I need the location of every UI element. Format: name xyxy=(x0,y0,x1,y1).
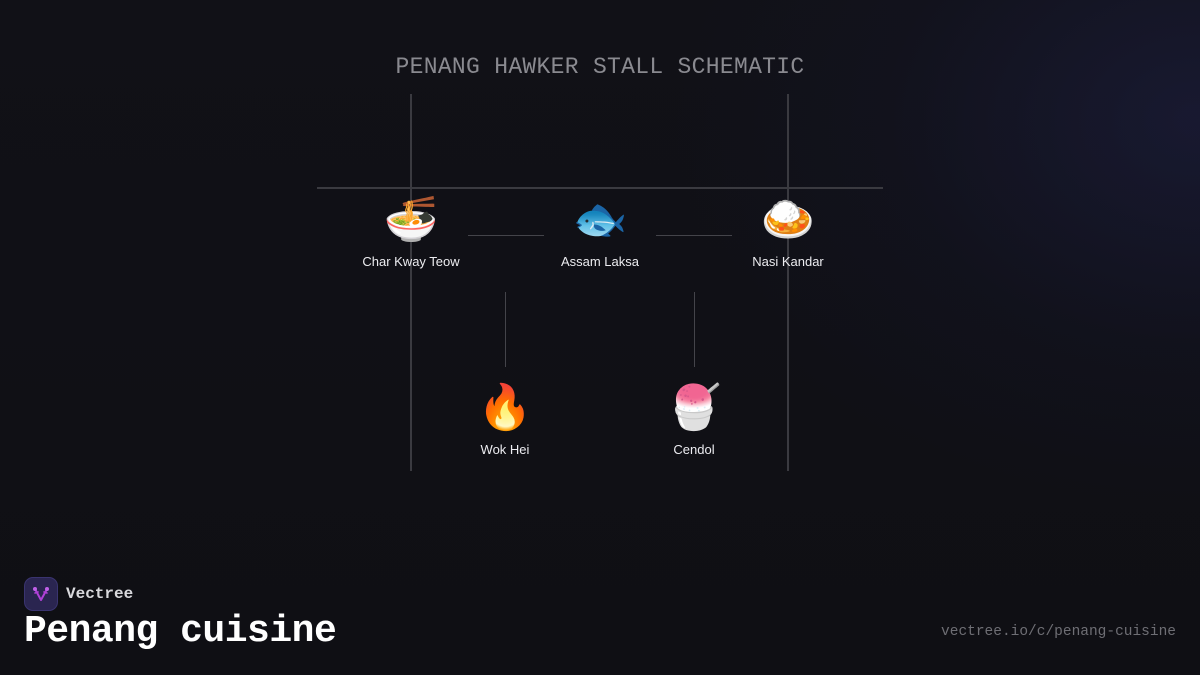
node-label: Cendol xyxy=(673,442,715,457)
edge-wok-hei-up xyxy=(505,292,506,367)
node-label: Char Kway Teow xyxy=(362,254,460,269)
node-cendol[interactable]: 🍧 Cendol xyxy=(624,380,764,457)
node-label: Wok Hei xyxy=(480,442,530,457)
frame-line-right xyxy=(787,94,789,471)
frame-line-top xyxy=(317,187,883,189)
node-assam-laksa[interactable]: 🐟 Assam Laksa xyxy=(530,192,670,269)
node-label: Nasi Kandar xyxy=(752,254,824,269)
share-url-link[interactable]: vectree.io/c/penang-cuisine xyxy=(941,624,1176,640)
edge-cendol-up xyxy=(694,292,695,367)
brand-name: Vectree xyxy=(66,585,134,603)
edge-assam-laksa-nasi-kandar xyxy=(656,235,732,236)
brand[interactable]: Vectree xyxy=(24,577,133,611)
node-label: Assam Laksa xyxy=(560,254,640,269)
frame-line-left xyxy=(410,94,412,471)
fish-icon: 🐟 xyxy=(572,195,628,244)
page-heading: Penang cuisine xyxy=(24,610,337,653)
node-char-kway-teow[interactable]: 🍜 Char Kway Teow xyxy=(341,192,481,269)
node-nasi-kandar[interactable]: 🍛 Nasi Kandar xyxy=(718,192,858,269)
diagram-title: PENANG HAWKER STALL SCHEMATIC xyxy=(395,54,805,80)
edge-char-kway-teow-assam-laksa xyxy=(468,235,544,236)
node-wok-hei[interactable]: 🔥 Wok Hei xyxy=(435,380,575,457)
shaved-ice-icon: 🍧 xyxy=(666,383,722,432)
steaming-bowl-icon: 🍜 xyxy=(383,195,439,244)
curry-rice-icon: 🍛 xyxy=(760,195,816,244)
fire-icon: 🔥 xyxy=(477,383,533,432)
vectree-logo-icon xyxy=(24,577,58,611)
